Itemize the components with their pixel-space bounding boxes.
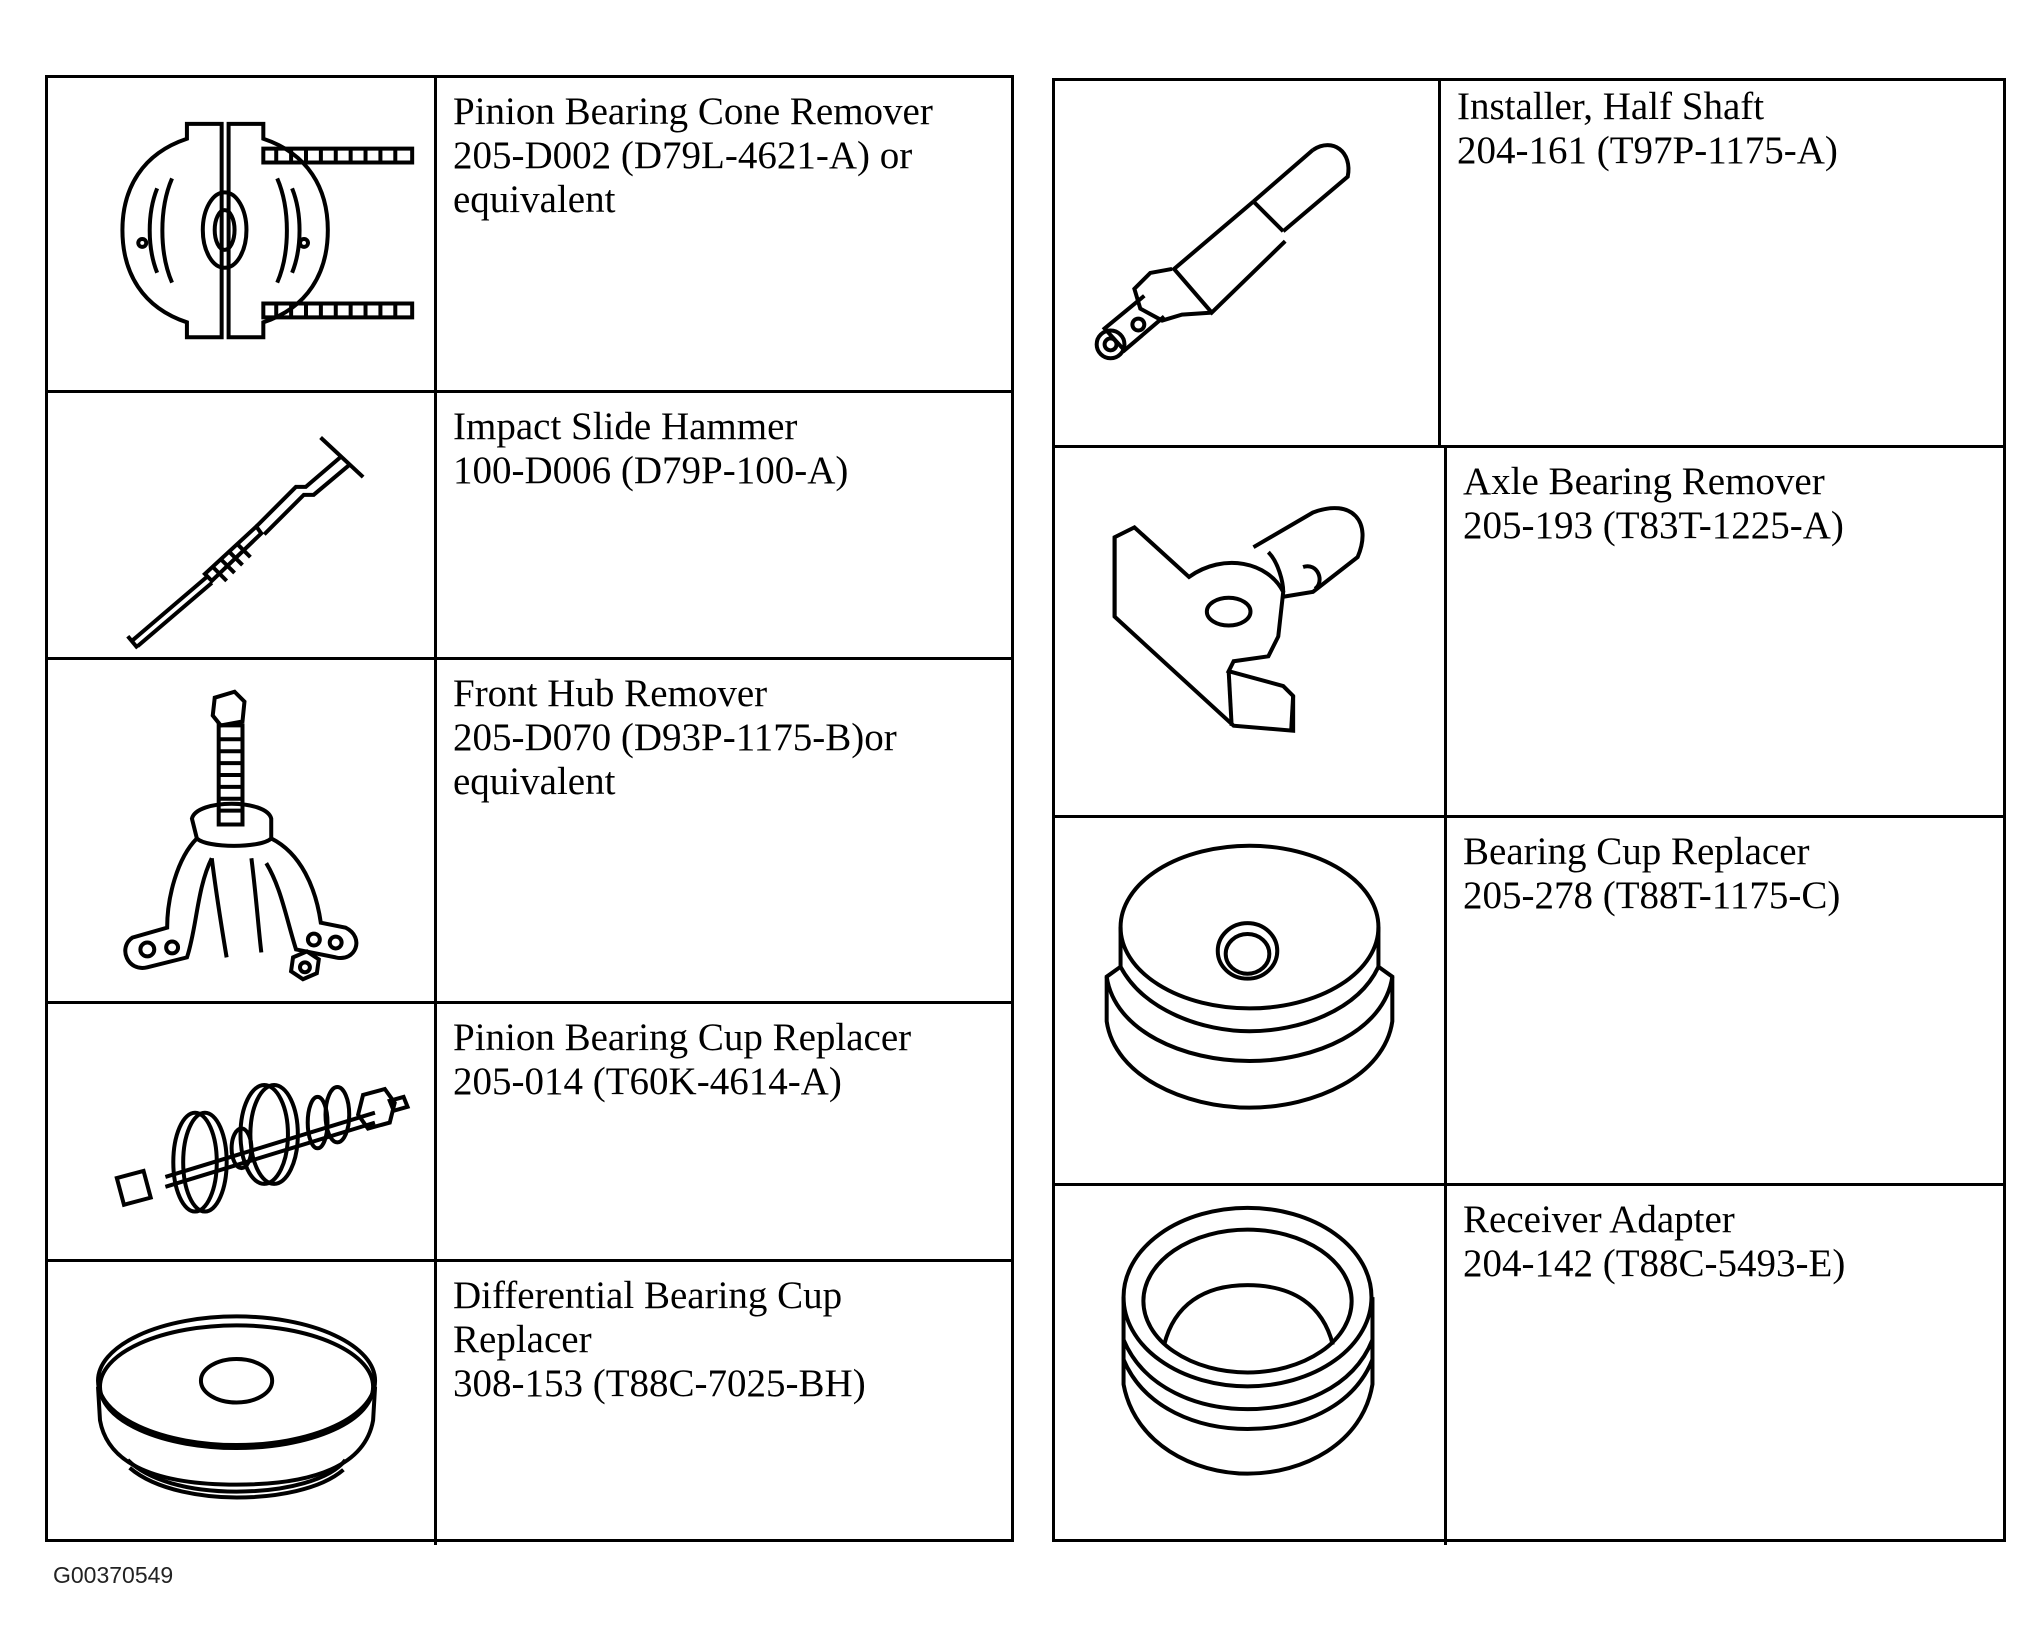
tool-row: Impact Slide Hammer 100-D006 (D79P-100-A… [48, 390, 1011, 657]
tool-row: Bearing Cup Replacer 205-278 (T88T-1175-… [1055, 815, 2003, 1183]
hub-puller-icon [48, 660, 437, 1001]
stepped-disc-icon [48, 1262, 437, 1545]
tool-description: Front Hub Remover 205-D070 (D93P-1175-B)… [437, 660, 1011, 1001]
right-tool-table: Installer, Half Shaft 204-161 (T97P-1175… [1052, 78, 2006, 1545]
tool-description: Pinion Bearing Cone Remover 205-D002 (D7… [437, 78, 1011, 390]
tool-row: Receiver Adapter 204-142 (T88C-5493-E) [1055, 1183, 2003, 1545]
tool-name: Axle Bearing Remover [1463, 460, 1825, 503]
tool-name: Installer, Half Shaft [1457, 85, 1765, 128]
tool-name-cont: Replacer [453, 1318, 592, 1361]
bearing-cup-replacer-icon [1055, 818, 1447, 1183]
tool-description: Bearing Cup Replacer 205-278 (T88T-1175-… [1447, 818, 2003, 1183]
tool-description: Impact Slide Hammer 100-D006 (D79P-100-A… [437, 393, 1011, 657]
receiver-adapter-icon [1055, 1186, 1447, 1545]
tool-description: Receiver Adapter 204-142 (T88C-5493-E) [1447, 1186, 2003, 1545]
tool-name: Front Hub Remover [453, 672, 768, 715]
half-shaft-installer-icon [1055, 81, 1441, 445]
figure-id: G00370549 [53, 1562, 174, 1588]
tool-number: 204-161 (T97P-1175-A) [1457, 129, 1838, 172]
left-tool-table: Pinion Bearing Cone Remover 205-D002 (D7… [45, 75, 1014, 1545]
tool-row: Pinion Bearing Cup Replacer 205-014 (T60… [48, 1001, 1011, 1259]
tool-number: 308-153 (T88C-7025-BH) [453, 1362, 866, 1405]
tool-name: Bearing Cup Replacer [1463, 830, 1810, 873]
tool-row: Differential Bearing Cup Replacer 308-15… [48, 1259, 1011, 1545]
slide-hammer-icon [48, 393, 437, 657]
tool-name: Impact Slide Hammer [453, 405, 798, 448]
tool-number: 204-142 (T88C-5493-E) [1463, 1242, 1846, 1285]
tool-description: Installer, Half Shaft 204-161 (T97P-1175… [1441, 81, 2003, 445]
tool-row: Pinion Bearing Cone Remover 205-D002 (D7… [48, 78, 1011, 390]
tool-name: Differential Bearing Cup [453, 1274, 843, 1317]
tool-description: Differential Bearing Cup Replacer 308-15… [437, 1262, 1011, 1545]
tool-description: Axle Bearing Remover 205-193 (T83T-1225-… [1447, 448, 2003, 815]
tool-name: Pinion Bearing Cone Remover [453, 90, 933, 133]
tool-number: 205-014 (T60K-4614-A) [453, 1060, 842, 1103]
tool-row: Axle Bearing Remover 205-193 (T83T-1225-… [1055, 445, 2003, 815]
tool-name: Pinion Bearing Cup Replacer [453, 1016, 912, 1059]
tool-number: 205-278 (T88T-1175-C) [1463, 874, 1841, 917]
tool-description: Pinion Bearing Cup Replacer 205-014 (T60… [437, 1004, 1011, 1259]
cup-replacer-assembly-icon [48, 1004, 437, 1259]
tool-number: 205-D070 (D93P-1175-B)or [453, 716, 897, 759]
tool-number: 205-D002 (D79L-4621-A) or [453, 134, 913, 177]
tool-row: Front Hub Remover 205-D070 (D93P-1175-B)… [48, 657, 1011, 1001]
axle-bearing-remover-icon [1055, 448, 1447, 815]
tool-note: equivalent [453, 760, 616, 803]
tool-row: Installer, Half Shaft 204-161 (T97P-1175… [1055, 81, 2003, 445]
tool-number: 100-D006 (D79P-100-A) [453, 449, 849, 492]
tool-number: 205-193 (T83T-1225-A) [1463, 504, 1844, 547]
tool-note: equivalent [453, 178, 616, 221]
tool-name: Receiver Adapter [1463, 1198, 1735, 1241]
bearing-puller-icon [48, 78, 437, 390]
